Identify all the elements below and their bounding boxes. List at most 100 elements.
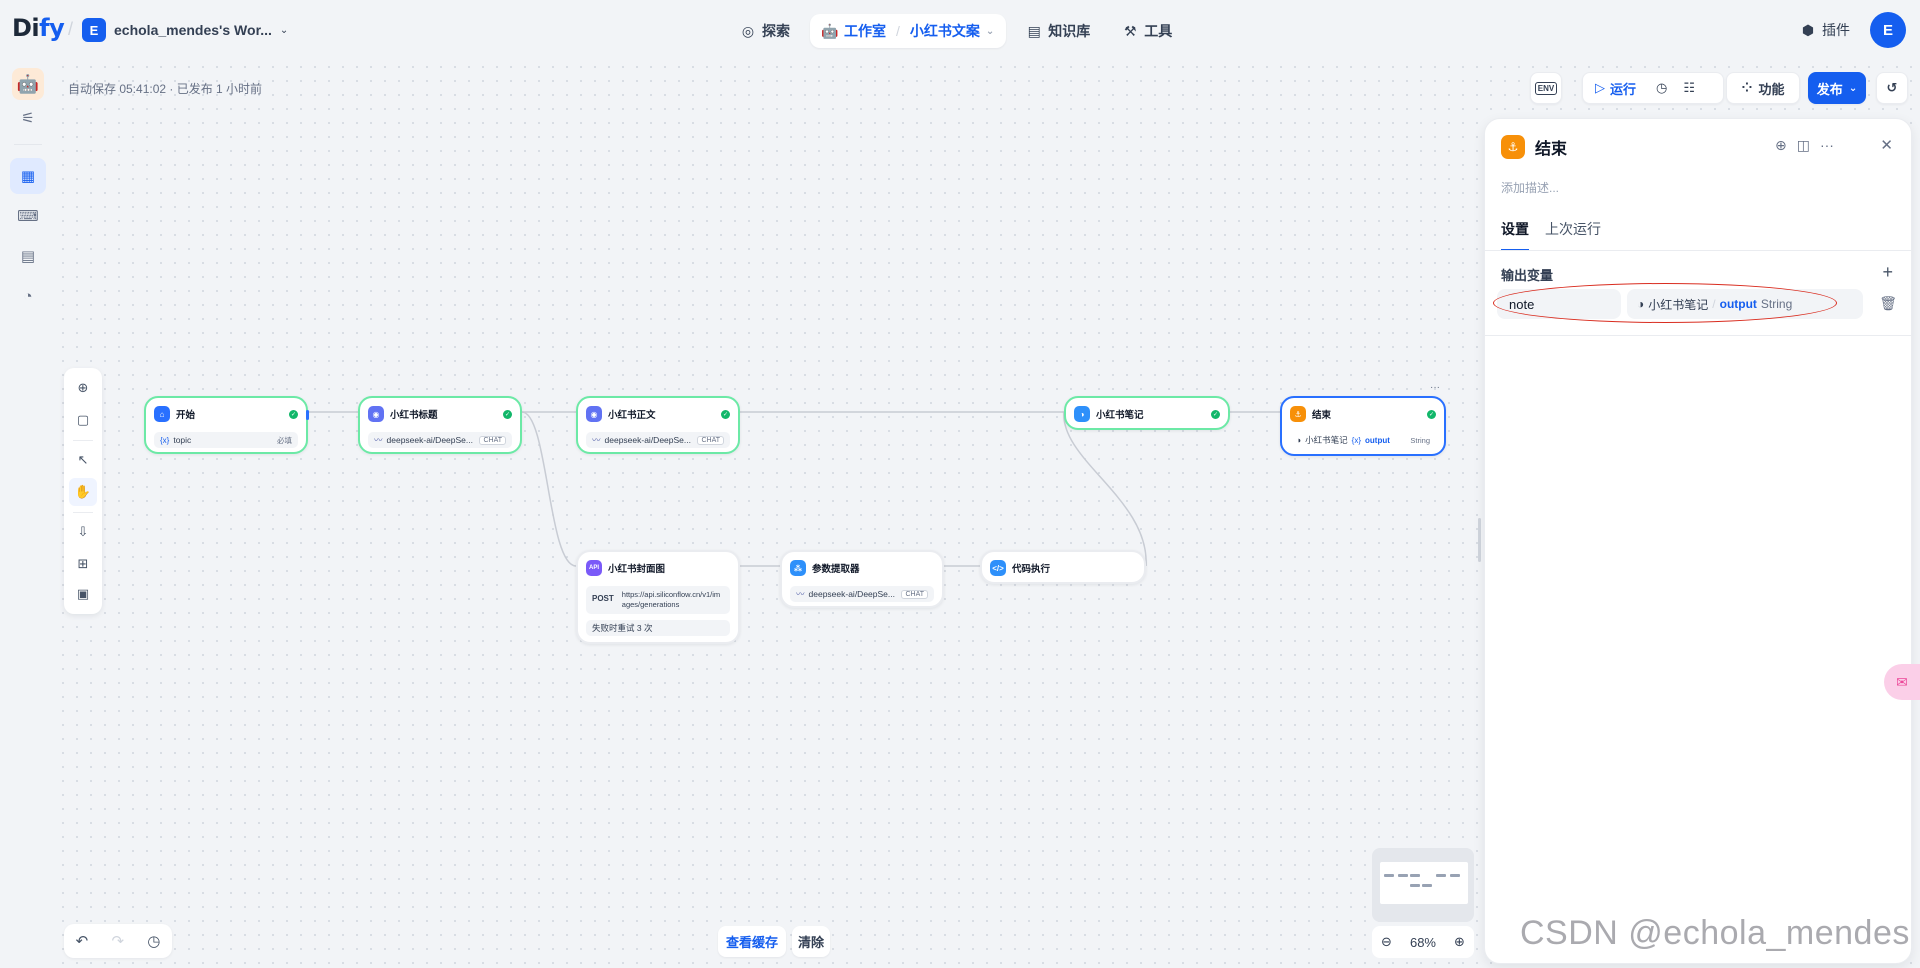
compass-icon: ◎ (741, 22, 755, 39)
floating-assistant-icon[interactable]: ✉ (1884, 664, 1920, 700)
user-avatar[interactable]: E (1870, 12, 1906, 48)
minimap-toggle-icon[interactable]: ▣ (76, 586, 90, 601)
variable-icon: {x} (160, 435, 170, 445)
node-title-llm[interactable]: ◉ 小红书标题 ✓ 〰 deepseek-ai/DeepSe... CHAT (358, 396, 522, 454)
template-icon: ◑ (1074, 406, 1090, 422)
node-code[interactable]: </> 代码执行 (980, 550, 1146, 584)
tab-last-run[interactable]: 上次运行 (1545, 221, 1601, 237)
zoom-level[interactable]: 68% (1409, 934, 1436, 950)
pointer-icon[interactable]: ↖ (77, 452, 89, 467)
env-button[interactable]: ENV (1530, 72, 1562, 104)
panel-tabs: 设置 上次运行 (1501, 219, 1601, 251)
checklist-icon[interactable]: ☷ (1683, 80, 1696, 95)
version-history-button[interactable]: ↺ (1876, 72, 1908, 104)
organize-blocks-icon[interactable]: ⊞ (77, 556, 89, 571)
orchestrate-icon[interactable]: ▦ (10, 158, 46, 194)
close-icon[interactable]: ✕ (1880, 137, 1893, 154)
node-xhs-note[interactable]: ◑ 小红书笔记 ✓ (1064, 396, 1230, 430)
publish-button[interactable]: 发布 ⌄ (1808, 72, 1866, 104)
terminal-icon[interactable]: ⌨ (17, 208, 39, 225)
success-check-icon: ✓ (1211, 410, 1220, 419)
node-more-icon[interactable]: ··· (1430, 382, 1440, 393)
node-cover-http[interactable]: API 小红书封面图 POST https://api.siliconflow.… (576, 550, 740, 644)
nav-explore[interactable]: ◎ 探索 (741, 22, 790, 40)
add-icon[interactable]: + (1882, 262, 1893, 282)
http-icon: API (586, 560, 602, 576)
extractor-icon: ⁂ (790, 560, 806, 576)
dashboard-icon[interactable]: ◔ (23, 287, 33, 305)
undo-icon[interactable]: ↶ (75, 933, 89, 950)
deepseek-icon: 〰 (592, 435, 601, 445)
play-icon: ▷ (1595, 80, 1605, 95)
llm-icon: ◉ (586, 406, 602, 422)
run-group: ▷运行 ◷ ☷ (1582, 72, 1724, 104)
nav-knowledge[interactable]: ▤ 知识库 (1027, 22, 1091, 40)
sliders-icon[interactable]: ⚟ (21, 110, 35, 127)
success-check-icon: ✓ (503, 410, 512, 419)
node-body-llm[interactable]: ◉ 小红书正文 ✓ 〰 deepseek-ai/DeepSe... CHAT (576, 396, 740, 454)
clear-button[interactable]: 清除 (792, 926, 831, 957)
history-check-icon[interactable]: ◷ (1656, 80, 1668, 95)
output-handle[interactable] (306, 410, 309, 420)
plugins-link[interactable]: ⬢ 插件 (1801, 21, 1850, 39)
history-icon: ↺ (1886, 80, 1898, 95)
workspace-avatar: E (82, 18, 106, 42)
robot-icon: 🤖 (821, 22, 839, 39)
node-model-row: 〰 deepseek-ai/DeepSe... CHAT (790, 586, 934, 602)
zoom-in-icon[interactable]: ⊕ (1454, 934, 1465, 949)
node-end[interactable]: ⚓ 结束 ✓ ◑ 小红书笔记 {x} output String ··· (1280, 382, 1446, 456)
panel-title[interactable]: 结束 (1535, 141, 1568, 158)
trash-icon[interactable]: 🗑 (1879, 295, 1897, 311)
workspace-switcher[interactable]: E echola_mendes's Wor... ⌄ (82, 18, 288, 42)
output-vars-title: 输出变量 (1501, 268, 1554, 283)
redo-icon[interactable]: ↷ (111, 933, 125, 950)
chevron-down-icon[interactable]: ⌄ (985, 25, 995, 37)
app-icon[interactable]: 🤖 (12, 68, 44, 100)
chevron-down-icon: ⌄ (279, 24, 289, 36)
nav-tools[interactable]: ⚒ 工具 (1124, 22, 1173, 40)
node-model-row: 〰 deepseek-ai/DeepSe... CHAT (368, 432, 512, 448)
success-check-icon: ✓ (289, 410, 298, 419)
code-icon: </> (990, 560, 1006, 576)
variable-icon: {x} (1351, 435, 1361, 445)
minimap[interactable] (1372, 848, 1474, 922)
chevron-down-icon: ⌄ (1848, 82, 1858, 94)
view-cache-button[interactable]: 查看缓存 (718, 926, 787, 957)
end-icon: ⚓ (1290, 406, 1306, 422)
success-check-icon: ✓ (1427, 410, 1436, 419)
node-output-row: ◑ 小红书笔记 {x} output String (1290, 432, 1436, 448)
deepseek-icon: 〰 (374, 435, 383, 445)
locate-icon[interactable]: ⊕ (1775, 137, 1787, 153)
node-model-row: 〰 deepseek-ai/DeepSe... CHAT (586, 432, 730, 448)
tab-settings[interactable]: 设置 (1501, 219, 1529, 251)
top-bar: Dify / E echola_mendes's Wor... ⌄ ◎ 探索 🤖… (0, 0, 1920, 60)
workspace-name: echola_mendes's Wor... (114, 22, 272, 38)
zoom-out-icon[interactable]: ⊖ (1381, 934, 1392, 949)
add-note-icon[interactable]: ▢ (76, 412, 90, 427)
features-button[interactable]: ⁘ 功能 (1726, 72, 1800, 104)
dify-logo[interactable]: Dify (12, 14, 65, 42)
deepseek-icon: 〰 (796, 589, 805, 599)
autosave-status: 自动保存 05:41:02 · 已发布 1 小时前 (68, 82, 263, 96)
hammer-icon: ⚒ (1124, 22, 1137, 39)
undo-redo-bar: ↶ ↷ ◷ (64, 924, 172, 958)
watermark: CSDN @echola_mendes (1520, 914, 1910, 952)
node-retry-row: 失败时重试 3 次 (586, 620, 730, 636)
history-icon[interactable]: ◷ (147, 933, 161, 950)
more-icon[interactable]: ··· (1819, 137, 1834, 153)
add-node-icon[interactable]: ⊕ (77, 380, 89, 395)
nav-studio[interactable]: 🤖 工作室 / 小红书文案 ⌄ (810, 14, 1007, 48)
split-view-icon[interactable]: ◫ (1796, 137, 1810, 153)
current-app-name[interactable]: 小红书文案 (909, 23, 980, 39)
node-start[interactable]: ⌂ 开始 ✓ {x} topic 必填 (144, 396, 309, 454)
export-image-icon[interactable]: ⇩ (77, 524, 89, 539)
node-param-extractor[interactable]: ⁂ 参数提取器 〰 deepseek-ai/DeepSe... CHAT (780, 550, 944, 608)
description-input[interactable]: 添加描述... (1501, 181, 1560, 195)
main-nav: ◎ 探索 🤖 工作室 / 小红书文案 ⌄ ▤ 知识库 ⚒ 工具 (728, 14, 1184, 48)
run-button[interactable]: ▷运行 (1595, 80, 1637, 97)
hand-icon[interactable]: ✋ (69, 478, 97, 506)
zoom-controls: ⊖ 68% ⊕ (1372, 926, 1474, 958)
panel-resize-handle[interactable] (1478, 518, 1481, 562)
canvas-tool-palette: ⊕ ▢ ↖ ✋ ⇩ ⊞ ▣ (64, 368, 102, 614)
logs-icon[interactable]: ▤ (20, 248, 36, 265)
